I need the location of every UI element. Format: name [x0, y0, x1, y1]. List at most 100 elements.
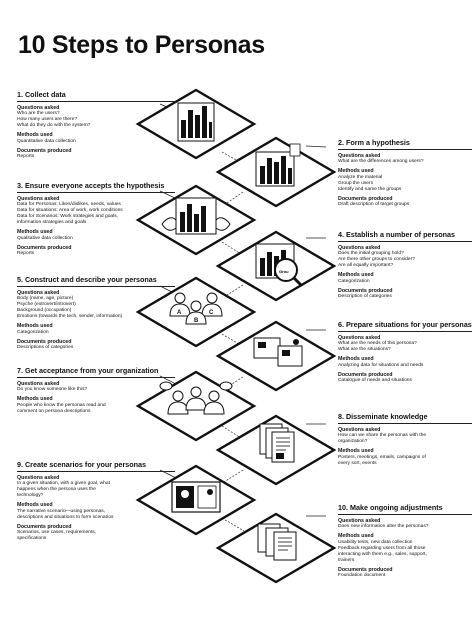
- section-label: Documents produced: [338, 195, 393, 202]
- section-line: What are the situations?: [338, 347, 391, 353]
- section-label: Methods used: [17, 323, 53, 330]
- section-label: Questions asked: [338, 153, 381, 159]
- step-8: 8. Disseminate knowledge Questions asked…: [338, 412, 472, 467]
- step-title: 3. Ensure everyone accepts the hypothesi…: [17, 181, 175, 193]
- questions-asked: Questions asked In a given situation, wi…: [17, 475, 175, 499]
- step-10: 10. Make ongoing adjustments Questions a…: [338, 503, 472, 579]
- section-line: interacting with them e.g., sales, suppo…: [338, 551, 427, 557]
- section-label: Methods used: [17, 396, 53, 403]
- magnifier-text: Grou: [279, 269, 289, 274]
- questions-asked: Questions asked What are the needs of th…: [338, 335, 472, 353]
- documents-produced: Documents produced Reports: [17, 148, 175, 160]
- documents-produced: Documents produced Description of catego…: [338, 288, 472, 300]
- questions-asked: Questions asked How can we share the per…: [338, 427, 472, 445]
- section-line: Body (name, age, picture): [17, 296, 74, 302]
- section-line: Identify and name the groups: [338, 186, 402, 192]
- step-2: 2. Form a hypothesis Questions asked Wha…: [338, 138, 472, 208]
- section-label: Questions asked: [338, 245, 381, 251]
- section-line: Do you know someone like this?: [17, 387, 88, 393]
- questions-asked: Questions asked Do you know someone like…: [17, 381, 175, 393]
- section-label: Methods used: [17, 132, 53, 139]
- section-line: Draft description of target groups: [338, 202, 410, 208]
- section-line: comment on persona descriptions: [17, 408, 91, 414]
- section-line: Foundation document: [338, 573, 386, 579]
- section-line: descriptions and situations to form scen…: [17, 514, 114, 520]
- section-line: information strategies and goals: [17, 220, 87, 226]
- section-label: Questions asked: [338, 335, 381, 341]
- methods-used: Methods used Usability tests, new data c…: [338, 533, 472, 563]
- documents-produced: Documents produced Catalogue of needs an…: [338, 372, 472, 384]
- step-3: 3. Ensure everyone accepts the hypothesi…: [17, 181, 175, 257]
- section-line: every sort, events: [338, 460, 377, 466]
- page-title: 10 Steps to Personas: [18, 31, 265, 59]
- section-line: People who know the personas read and: [17, 402, 106, 408]
- section-label: Methods used: [338, 168, 374, 175]
- methods-used: Methods used Analyze the material Group …: [338, 168, 472, 192]
- section-label: Questions asked: [17, 381, 60, 387]
- questions-asked: Questions asked Does new information alt…: [338, 518, 472, 530]
- section-line: Data for Personas: Likes/dislikes, needs…: [17, 202, 121, 208]
- step-4: 4. Establish a number of personas Questi…: [338, 230, 472, 300]
- questions-asked: Questions asked What are the differences…: [338, 153, 472, 165]
- section-label: Methods used: [338, 356, 374, 363]
- section-label: Methods used: [338, 533, 374, 540]
- section-line: Scenarios, use cases, requirements,: [17, 530, 97, 536]
- step-title: 1. Collect data: [17, 90, 175, 102]
- section-line: What are the differences among users?: [338, 159, 424, 165]
- section-line: How can we share the personas with the: [338, 433, 427, 439]
- step-title: 4. Establish a number of personas: [338, 230, 472, 242]
- flow-arrow-2-3: [223, 191, 244, 206]
- personas-group-icon: A B C: [136, 276, 256, 348]
- section-line: Posters, meetings, emails, campaigns of: [338, 454, 426, 460]
- section-label: Documents produced: [338, 371, 393, 378]
- section-line: Analyzing data for situations and needs: [338, 362, 424, 368]
- section-label: Questions asked: [17, 105, 60, 111]
- persona-letter-a: A: [177, 310, 182, 316]
- methods-used: Methods used Qualitative data collection: [17, 229, 175, 241]
- step-title: 2. Form a hypothesis: [338, 138, 472, 150]
- persona-letter-b: B: [194, 318, 199, 324]
- methods-used: Methods used People who know the persona…: [17, 396, 175, 414]
- section-line: The narrative scenario—using personas,: [17, 508, 106, 514]
- section-line: Does new information alter the personas?: [338, 524, 429, 530]
- step-5: 5. Construct and describe your personas …: [17, 275, 175, 351]
- section-label: Documents produced: [17, 338, 72, 345]
- section-label: Methods used: [17, 229, 53, 236]
- hands-chart-icon: [136, 184, 256, 256]
- documents-produced: Documents produced Scenarios, use cases,…: [17, 524, 175, 542]
- step-title: 7. Get acceptance from your organization: [17, 366, 175, 378]
- section-label: Questions asked: [17, 290, 60, 296]
- methods-used: Methods used Analyzing data for situatio…: [338, 356, 472, 368]
- section-label: Documents produced: [338, 287, 393, 294]
- section-line: Categorization: [17, 329, 49, 335]
- section-line: Feedback regarding users from all those: [338, 545, 426, 551]
- section-line: technology?: [17, 493, 44, 499]
- section-label: Documents produced: [17, 523, 72, 530]
- section-line: Data for situations: Area of work, work …: [17, 208, 123, 214]
- step-title: 9. Create scenarios for your personas: [17, 460, 175, 472]
- bar-chart-icon: [136, 88, 256, 160]
- questions-asked: Questions asked Data for Personas: Likes…: [17, 196, 175, 226]
- questions-asked: Questions asked Does the initial groupin…: [338, 245, 472, 269]
- section-label: Questions asked: [338, 427, 381, 433]
- section-line: Categorization: [338, 278, 370, 284]
- methods-used: Methods used Categorization: [338, 272, 472, 284]
- step-title: 5. Construct and describe your personas: [17, 275, 175, 287]
- section-label: Documents produced: [17, 147, 72, 154]
- section-line: Descriptions of categories: [17, 345, 74, 351]
- section-line: Who are the users?: [17, 111, 60, 117]
- documents-produced: Documents produced Draft description of …: [338, 196, 472, 208]
- grouped-chart-icon: [216, 136, 336, 208]
- section-line: In a given situation, with a given goal,…: [17, 481, 110, 487]
- step-9: 9. Create scenarios for your personas Qu…: [17, 460, 175, 542]
- section-line: Psyche (extrovert/introvert): [17, 302, 76, 308]
- step-1: 1. Collect data Questions asked Who are …: [17, 90, 175, 160]
- section-line: Background (occupation): [17, 308, 72, 314]
- section-line: Catalogue of needs and situations: [338, 378, 412, 384]
- section-line: Quantitative data collection: [17, 138, 76, 144]
- section-line: happens when the persona uses the: [17, 487, 96, 493]
- step-7: 7. Get acceptance from your organization…: [17, 366, 175, 415]
- scenario-screen-icon: [136, 464, 256, 536]
- documents-produced: Documents produced Descriptions of categ…: [17, 339, 175, 351]
